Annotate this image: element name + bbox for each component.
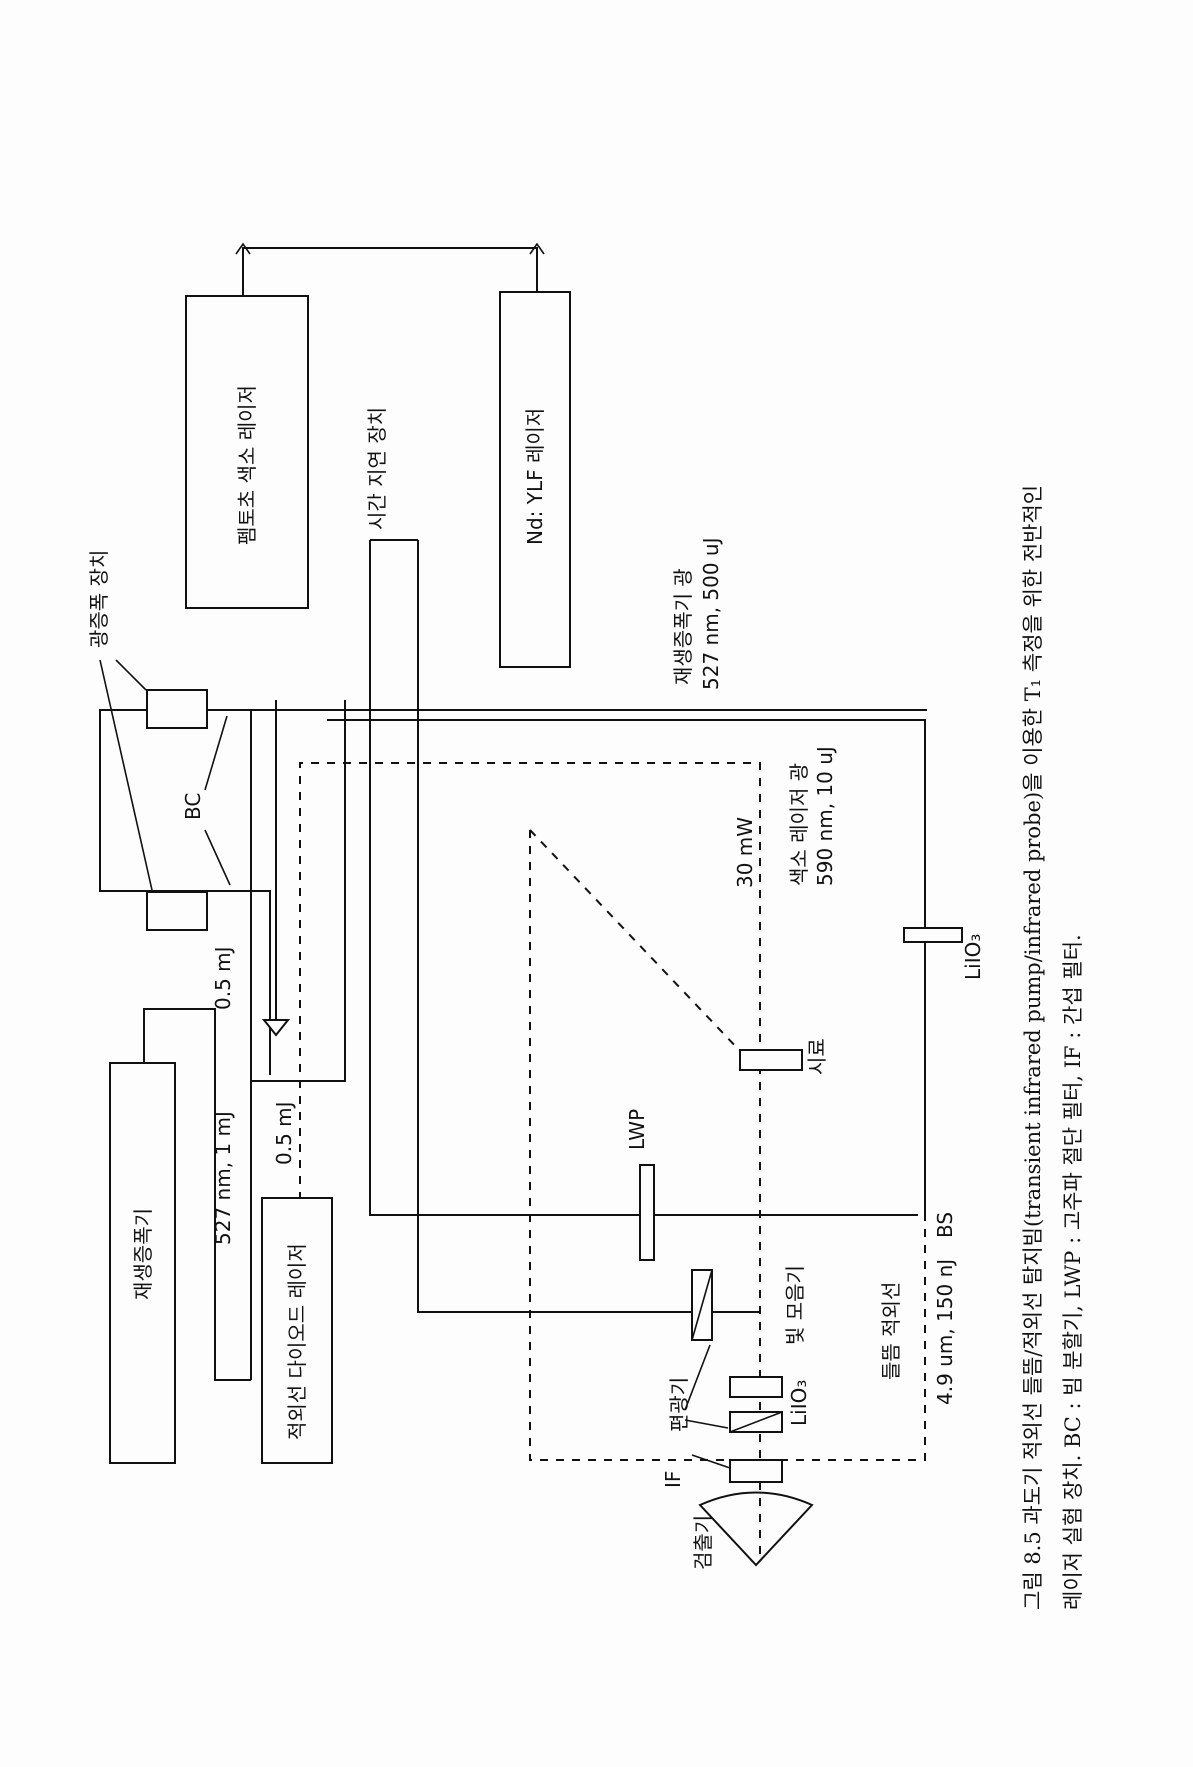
sample-cell [739,1049,803,1071]
label-dye-light-value: 590 nm, 10 uJ [813,746,837,886]
label-lwp: LWP [625,1109,649,1150]
ndylf-laser-box [499,291,571,668]
label-fs-dye-laser: 펨토초 색소 레이저 [235,385,259,545]
amp-pointer-1 [115,659,147,691]
label-ndylf-laser: Nd: YLF 레이저 [523,408,547,545]
sync-arrow-left [235,242,251,255]
label-bc: BC [181,793,205,820]
label-pump-ir-value: 4.9 um, 150 nJ [933,1259,957,1405]
fs-dye-laser-box [185,295,309,609]
label-lilo3-b: LiIO₃ [961,934,985,980]
figure-caption-line2: 레이저 실험 장치. BC : 빔 분할기, LWP : 고주파 절단 필터, … [1061,934,1085,1610]
label-05mj-a: 0.5 mJ [211,946,235,1010]
regen-output-beam [143,1008,251,1381]
ir-diode-laser-box [261,1197,333,1464]
polarizer-pointer-1 [684,1344,711,1411]
label-lilo3-a: LiIO₃ [787,1380,811,1426]
label-regen-light-title: 재생증폭기 광 [671,568,695,685]
amp-loop-second [232,890,271,1075]
label-ir-diode-laser: 적외선 다이오드 레이저 [285,1243,309,1440]
label-bs: BS [933,1212,957,1238]
label-polarizer: 편광기 [667,1377,691,1432]
label-05mj-b: 0.5 mJ [272,1101,296,1165]
bc-pointer-2 [204,829,231,886]
lwp-filter [639,1164,655,1261]
figure-caption-line1: 그림 8.5 과도기 적외선 들뜸/적외선 탐지빔(transient infr… [1021,485,1045,1610]
label-527nm-1mj: 527 nm, 1 mJ [211,1111,235,1245]
label-dye-light-title: 색소 레이저 광 [787,763,811,886]
label-if: IF [661,1471,685,1488]
polarizer-crystal-diagonal [729,1411,783,1433]
label-sample: 시료 [805,1038,829,1075]
regen-amp-box [109,1062,176,1464]
delay-arm [369,540,918,1216]
delay-arm-2 [417,540,760,1313]
dye-beam-diagonal [529,829,761,1073]
amp-crystal-2 [146,891,208,931]
label-30mw: 30 mW [733,817,757,888]
pump-ir-beam [529,830,926,1461]
label-pump-ir-title: 들뜸 적외선 [879,1282,903,1380]
lilo3-crystal [729,1376,783,1398]
label-beam-combiner: 빛 모음기 [783,1265,807,1345]
branch-05mj [251,700,346,1082]
label-optical-amp: 광증폭 장치 [87,550,111,648]
label-time-delay: 시간 지연 장치 [365,407,389,530]
label-regen-amp: 재생증폭기 [131,1208,155,1300]
label-regen-light-value: 527 nm, 500 uJ [699,537,723,690]
down-arrow-head [261,1019,291,1037]
amp-crystal-1 [146,689,208,729]
lilo3-crystal-bs [903,927,963,943]
detector-shape [698,1491,814,1567]
bc-pointer-1 [204,715,228,791]
sync-line [242,247,538,300]
if-pointer [691,1454,731,1469]
polarizer-pointer-2 [684,1419,729,1429]
label-detector: 검출기 [691,1515,715,1570]
amp-pointer-2 [99,659,153,891]
sync-arrow-right [529,242,545,255]
if-filter [729,1459,783,1483]
polarizer-diagonal [691,1269,713,1341]
